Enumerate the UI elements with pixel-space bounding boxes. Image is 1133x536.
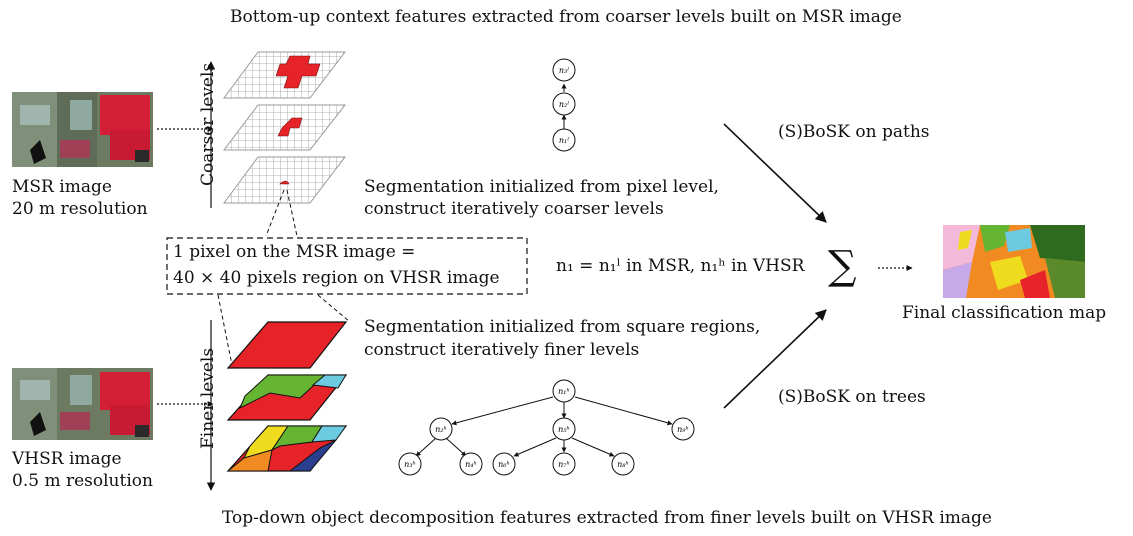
tree-node-label: n₅ʰ (558, 425, 570, 434)
equivalence-line2: 40 × 40 pixels region on VHSR image (173, 268, 500, 288)
coarse-grid-level-2 (222, 104, 347, 151)
bosk-paths-label: (S)BoSK on paths (778, 122, 930, 142)
tree-node (611, 452, 635, 476)
path-node-label: n₁ˡ (559, 136, 569, 145)
tree-node (552, 452, 576, 476)
coarse-grid-level-1 (223, 156, 347, 204)
vhsr-image-label: VHSR image (12, 449, 122, 469)
path-node (552, 58, 576, 82)
vhsr-image (12, 368, 153, 440)
paths-to-sum-arrow (723, 123, 827, 223)
final-map-label: Final classification map (902, 303, 1107, 323)
tree-node-label: n₇ʰ (558, 460, 570, 469)
msr-image (12, 92, 153, 167)
equivalence-box (166, 237, 528, 295)
fine-level-1 (226, 321, 348, 369)
path-node (552, 92, 576, 116)
tree-node-label: n₁ʰ (558, 387, 570, 396)
tree-graph: n₁ʰ n₂ʰ n₅ʰ n₉ʰ n₃ʰ n₄ʰ n₆ʰ n₇ʰ n₈ʰ (398, 379, 695, 476)
top-caption: Bottom-up context features extracted fro… (230, 7, 902, 27)
tree-node-label: n₄ʰ (465, 460, 477, 469)
msr-image-label: MSR image (12, 177, 112, 197)
fine-level-2 (226, 374, 348, 421)
path-node-label: n₃ˡ (559, 66, 569, 75)
tree-node-label: n₂ʰ (435, 425, 447, 434)
tree-node (459, 452, 483, 476)
path-node (552, 128, 576, 152)
fine-level-3 (226, 425, 348, 472)
bosk-trees-label: (S)BoSK on trees (778, 387, 926, 407)
zoom-line-bottom-left (217, 294, 233, 366)
msr-resolution-label: 20 m resolution (12, 199, 148, 219)
segmentation-coarse-line1: Segmentation initialized from pixel leve… (364, 177, 719, 197)
tree-node-label: n₉ʰ (677, 425, 689, 434)
sum-symbol: ∑ (828, 243, 857, 289)
tree-node (552, 417, 576, 441)
final-classification-map (943, 225, 1085, 298)
segmentation-fine-line1: Segmentation initialized from square reg… (364, 317, 761, 337)
tree-node (398, 452, 422, 476)
tree-node-label: n₃ʰ (404, 460, 416, 469)
equivalence-line1: 1 pixel on the MSR image = (173, 242, 416, 262)
tree-node-label: n₈ʰ (617, 460, 629, 469)
coarse-grid-level-3 (223, 51, 347, 99)
zoom-line-top-right (286, 189, 298, 237)
segmentation-fine-line2: construct iteratively finer levels (364, 340, 640, 360)
segmentation-coarse-line2: construct iteratively coarser levels (364, 199, 664, 219)
tree-node (671, 417, 695, 441)
path-graph: n₃ˡ n₂ˡ n₁ˡ (552, 58, 576, 152)
tree-node-label: n₆ʰ (498, 460, 510, 469)
trees-to-sum-arrow (723, 309, 827, 409)
zoom-line-bottom-right (317, 294, 351, 323)
zoom-line-top-left (265, 189, 285, 237)
node-equation: n₁ = n₁ˡ in MSR, n₁ʰ in VHSR (556, 256, 805, 276)
bottom-caption: Top-down object decomposition features e… (222, 508, 992, 528)
path-node-label: n₂ˡ (559, 100, 569, 109)
tree-node (429, 417, 453, 441)
tree-node (492, 452, 516, 476)
tree-node (552, 379, 576, 403)
vhsr-resolution-label: 0.5 m resolution (12, 471, 153, 491)
